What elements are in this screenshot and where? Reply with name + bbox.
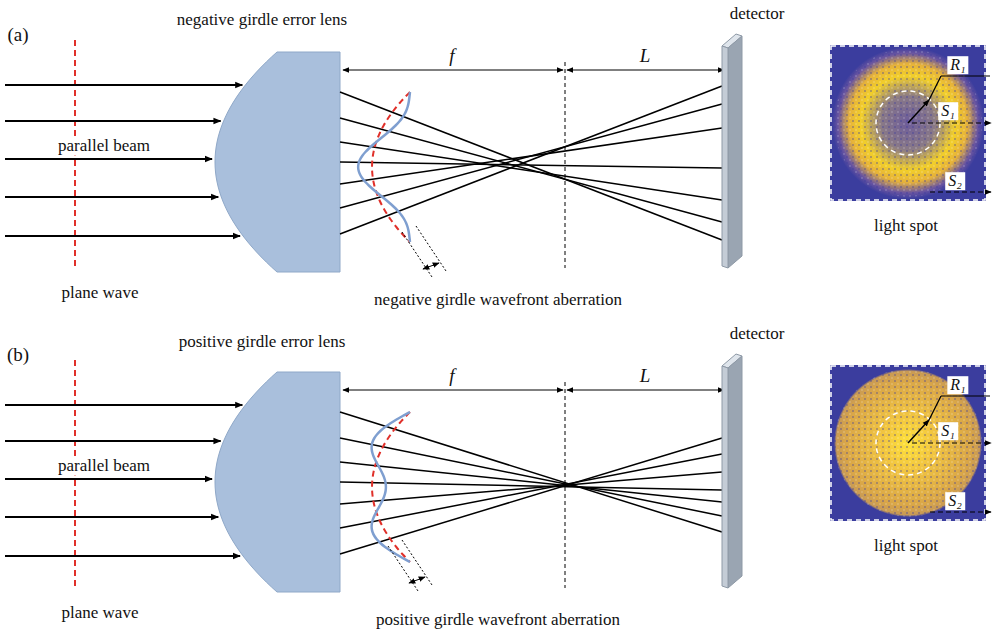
ray <box>340 92 722 240</box>
ray <box>340 142 722 200</box>
beam-arrow <box>5 120 221 122</box>
detector-label: detector <box>730 5 785 24</box>
radius-label: R₁ <box>947 376 968 394</box>
region-pointer <box>912 442 991 443</box>
leader-line <box>929 396 941 420</box>
aberrated-wavefront <box>372 412 410 562</box>
detector <box>728 36 742 268</box>
dimension-arrow <box>343 390 563 391</box>
panel-tag: (a) <box>7 25 28 46</box>
beam-arrow <box>5 404 242 406</box>
aberration-label: negative girdle wavefront aberration <box>374 291 622 310</box>
beam-label: parallel beam <box>55 137 153 156</box>
beam-arrow <box>5 478 212 480</box>
region-label: S₂ <box>945 492 965 510</box>
leader-line <box>941 395 990 396</box>
panel-a <box>5 34 991 277</box>
ray <box>340 104 722 208</box>
leader-line <box>388 546 418 591</box>
aberration-arrow <box>409 577 425 583</box>
aberrated-wavefront <box>358 92 410 242</box>
panel-tag: (b) <box>7 345 29 366</box>
speckle <box>834 49 982 197</box>
ray <box>340 482 722 490</box>
dimension-label: L <box>640 46 651 67</box>
dimension-label: f <box>449 366 454 387</box>
ray <box>340 454 722 528</box>
leader-line <box>402 232 432 277</box>
image-caption: light spot <box>874 537 938 556</box>
ray <box>340 438 722 554</box>
beam-arrow <box>5 158 212 160</box>
region-pointer <box>912 122 991 123</box>
beam-arrow <box>5 440 221 442</box>
light-spot <box>834 369 982 517</box>
panel-b <box>5 354 991 592</box>
speckle <box>834 369 982 517</box>
region-label: S₂ <box>945 172 965 190</box>
detector <box>728 356 742 588</box>
region-pointer <box>930 511 991 512</box>
ray <box>340 162 722 168</box>
lens-label: positive girdle error lens <box>179 333 346 352</box>
beam-arrow <box>5 84 242 86</box>
reference-wavefront <box>372 412 410 562</box>
wave-label: plane wave <box>62 604 139 623</box>
region-pointer <box>930 191 991 192</box>
dimension-arrow <box>343 70 563 71</box>
radius-arrow <box>908 420 929 443</box>
detector-label: detector <box>730 325 785 344</box>
beam-arrow <box>5 196 218 198</box>
leader-line <box>941 75 990 76</box>
lens-label: negative girdle error lens <box>177 11 347 30</box>
leader-line <box>402 540 432 585</box>
dimension-arrow <box>567 70 724 71</box>
beam-label: parallel beam <box>55 457 153 476</box>
region-label: S₁ <box>938 422 958 440</box>
beam-arrow <box>5 555 240 557</box>
region-label: S₁ <box>938 102 958 120</box>
leader-line <box>929 76 941 100</box>
dimension-arrow <box>567 390 724 391</box>
beam-arrow <box>5 516 218 518</box>
ray <box>340 438 722 516</box>
dimension-label: L <box>640 366 651 387</box>
ray <box>340 412 722 532</box>
leader-line <box>416 226 446 271</box>
wave-label: plane wave <box>62 284 139 303</box>
ray <box>340 118 722 222</box>
detector <box>722 46 728 268</box>
image-caption: light spot <box>874 217 938 236</box>
dimension-label: f <box>449 46 454 67</box>
aberration-arrow <box>423 263 439 269</box>
beam-arrow <box>5 235 240 237</box>
ray <box>340 472 722 504</box>
radius-label: R₁ <box>947 56 968 74</box>
aberration-label: positive girdle wavefront aberration <box>376 611 620 630</box>
radius-arrow <box>908 100 929 123</box>
detector <box>722 366 728 588</box>
